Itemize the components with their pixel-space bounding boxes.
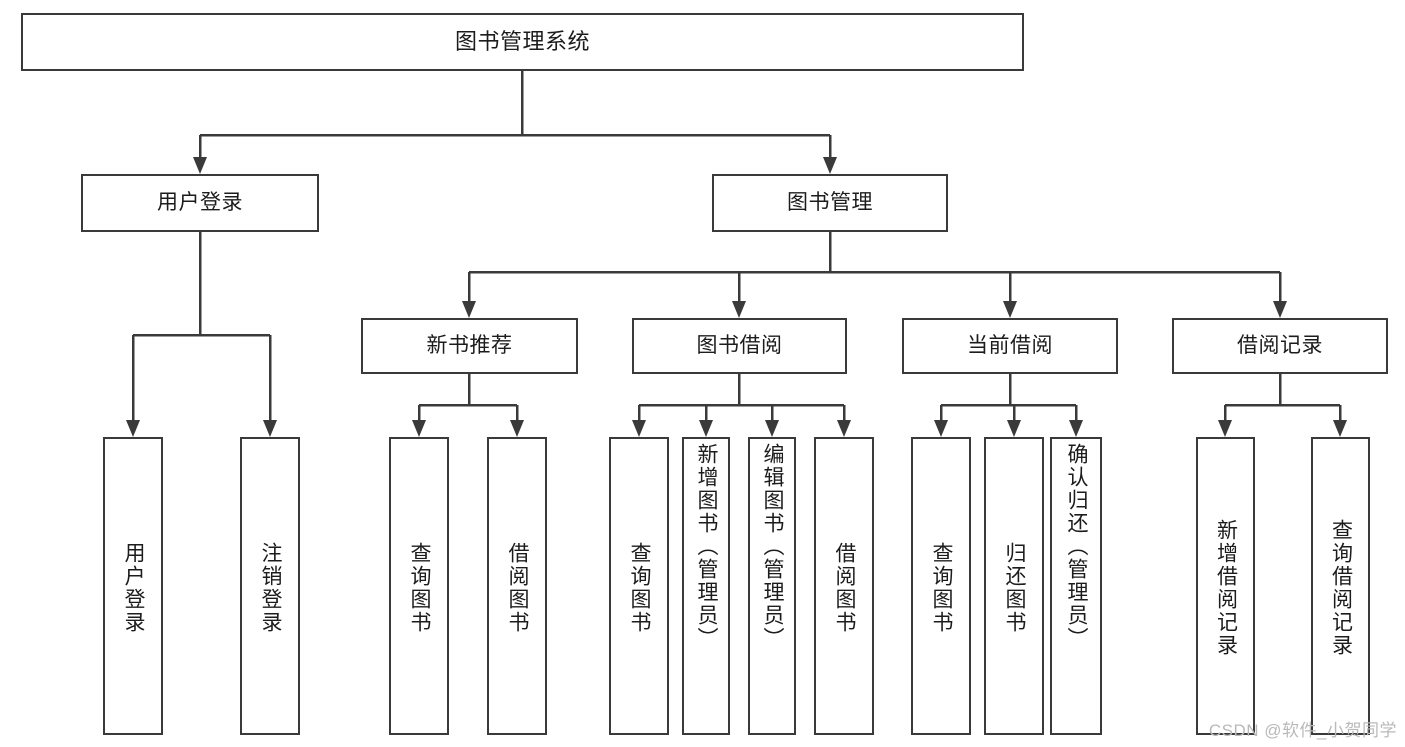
arrowhead: [1007, 420, 1021, 437]
node-current-loan[interactable]: 当前借阅: [902, 318, 1118, 374]
node-leaf-book-add-label: 新增图书（管理员）: [695, 443, 719, 650]
node-loan-record[interactable]: 借阅记录: [1172, 318, 1388, 374]
arrowhead: [632, 420, 646, 437]
arrowhead: [126, 420, 140, 437]
node-leaf-record-add-label: 新增借阅记录: [1214, 519, 1238, 657]
watermark-text: CSDN @软件_小贺同学: [1208, 721, 1397, 740]
arrowhead: [510, 420, 524, 437]
node-leaf-rec-borrow-label: 借阅图书: [506, 542, 530, 634]
arrowhead: [1273, 301, 1287, 318]
node-leaf-record-add[interactable]: 新增借阅记录: [1196, 437, 1255, 735]
node-leaf-borrow-do-label: 借阅图书: [833, 542, 857, 634]
node-new-book-rec-label: 新书推荐: [426, 333, 513, 357]
node-leaf-rec-borrow[interactable]: 借阅图书: [487, 437, 547, 735]
node-book-borrow-label: 图书借阅: [696, 333, 783, 357]
node-leaf-user-logout[interactable]: 注销登录: [240, 437, 300, 735]
arrowhead: [263, 420, 277, 437]
node-leaf-book-add[interactable]: 新增图书（管理员）: [682, 437, 730, 735]
node-leaf-loan-return[interactable]: 归还图书: [984, 437, 1044, 735]
arrowhead: [732, 301, 746, 318]
arrowhead: [1333, 420, 1347, 437]
node-leaf-user-logout-label: 注销登录: [259, 542, 283, 634]
arrowhead: [837, 420, 851, 437]
node-book-borrow[interactable]: 图书借阅: [632, 318, 847, 374]
arrowhead: [699, 420, 713, 437]
arrowhead: [193, 157, 207, 174]
arrowhead: [765, 420, 779, 437]
node-leaf-loan-confirm[interactable]: 确认归还（管理员）: [1050, 437, 1102, 735]
node-new-book-rec[interactable]: 新书推荐: [361, 318, 578, 374]
node-root-system[interactable]: 图书管理系统: [21, 13, 1024, 71]
node-book-manage-label: 图书管理: [787, 190, 873, 214]
arrowhead: [1003, 301, 1017, 318]
node-leaf-book-edit-label: 编辑图书（管理员）: [761, 443, 785, 650]
node-user-login[interactable]: 用户登录: [81, 174, 319, 232]
node-leaf-loan-confirm-label: 确认归还（管理员）: [1065, 443, 1089, 650]
node-leaf-user-login[interactable]: 用户登录: [103, 437, 163, 735]
node-leaf-borrow-query-label: 查询图书: [628, 542, 652, 634]
arrowhead: [823, 157, 837, 174]
node-leaf-borrow-query[interactable]: 查询图书: [609, 437, 669, 735]
arrowhead: [462, 301, 476, 318]
node-leaf-record-query-label: 查询借阅记录: [1329, 519, 1353, 657]
node-loan-record-label: 借阅记录: [1237, 333, 1323, 357]
node-leaf-borrow-do[interactable]: 借阅图书: [814, 437, 874, 735]
node-leaf-loan-query-label: 查询图书: [930, 542, 954, 634]
arrowhead: [1069, 420, 1083, 437]
node-user-login-label: 用户登录: [157, 190, 243, 214]
node-leaf-loan-return-label: 归还图书: [1003, 542, 1027, 634]
node-leaf-rec-query[interactable]: 查询图书: [389, 437, 449, 735]
node-book-manage[interactable]: 图书管理: [712, 174, 948, 232]
arrowhead: [934, 420, 948, 437]
arrowhead: [412, 420, 426, 437]
node-leaf-book-edit[interactable]: 编辑图书（管理员）: [748, 437, 796, 735]
node-leaf-user-login-label: 用户登录: [122, 542, 146, 634]
node-leaf-rec-query-label: 查询图书: [408, 542, 432, 634]
node-current-loan-label: 当前借阅: [967, 333, 1053, 357]
node-leaf-record-query[interactable]: 查询借阅记录: [1311, 437, 1370, 735]
arrowhead: [1218, 420, 1232, 437]
node-leaf-loan-query[interactable]: 查询图书: [911, 437, 971, 735]
node-root-system-label: 图书管理系统: [454, 29, 590, 55]
